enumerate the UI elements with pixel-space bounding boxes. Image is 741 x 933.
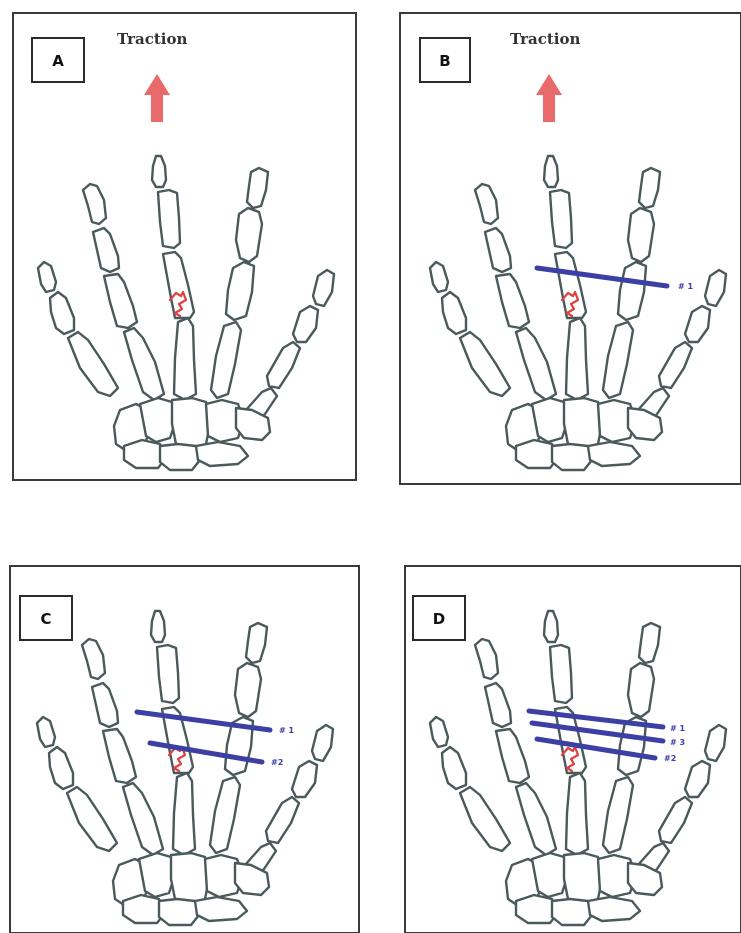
carpal-lunate (159, 899, 199, 925)
carpal-triquetrum (196, 442, 248, 466)
carpal-capitate (564, 853, 602, 903)
k-wire-label: # 1 (670, 724, 685, 733)
carpal-lunate (552, 444, 592, 470)
middle-middle-phalanx (158, 190, 180, 248)
ring-middle-phalanx (628, 208, 654, 262)
middle-middle-phalanx (550, 645, 572, 703)
carpal-lunate (552, 899, 592, 925)
carpal-trapezoid (532, 853, 568, 897)
carpal-capitate (172, 398, 210, 448)
carpal-lunate (160, 444, 200, 470)
traction-title: Traction (510, 30, 580, 48)
k-wire-label: # 3 (670, 738, 685, 747)
panel-c: # 1 #2 C (10, 566, 359, 933)
panel-label: B (439, 52, 450, 70)
ring-middle-phalanx (628, 663, 654, 717)
ring-middle-phalanx (236, 208, 262, 262)
carpal-capitate (564, 398, 602, 448)
middle-distal-phalanx (544, 611, 558, 642)
carpal-trapezoid (139, 853, 175, 897)
panel-label: A (52, 52, 64, 70)
middle-metacarpal (173, 773, 195, 855)
middle-metacarpal (566, 773, 588, 855)
panel-label: C (40, 610, 51, 628)
middle-distal-phalanx (544, 156, 558, 187)
k-wire-label: # 1 (678, 282, 693, 291)
carpal-trapezoid (140, 398, 176, 442)
k-wire-label: # 1 (279, 726, 294, 735)
middle-metacarpal (174, 318, 196, 400)
middle-metacarpal (566, 318, 588, 400)
panel-d: # 1 # 3 #2 D (405, 566, 741, 933)
traction-title: Traction (117, 30, 187, 48)
carpal-triquetrum (588, 442, 640, 466)
middle-distal-phalanx (151, 611, 165, 642)
middle-middle-phalanx (550, 190, 572, 248)
middle-middle-phalanx (157, 645, 179, 703)
carpal-capitate (171, 853, 209, 903)
k-wire-label: #2 (271, 758, 283, 767)
panel-label: D (433, 610, 445, 628)
panel-b: # 1 B Traction (400, 13, 741, 484)
ring-middle-phalanx (235, 663, 261, 717)
panel-a: A Traction (13, 13, 356, 480)
carpal-trapezoid (532, 398, 568, 442)
carpal-triquetrum (588, 897, 640, 921)
middle-distal-phalanx (152, 156, 166, 187)
k-wire-label: #2 (664, 754, 676, 763)
carpal-triquetrum (195, 897, 247, 921)
